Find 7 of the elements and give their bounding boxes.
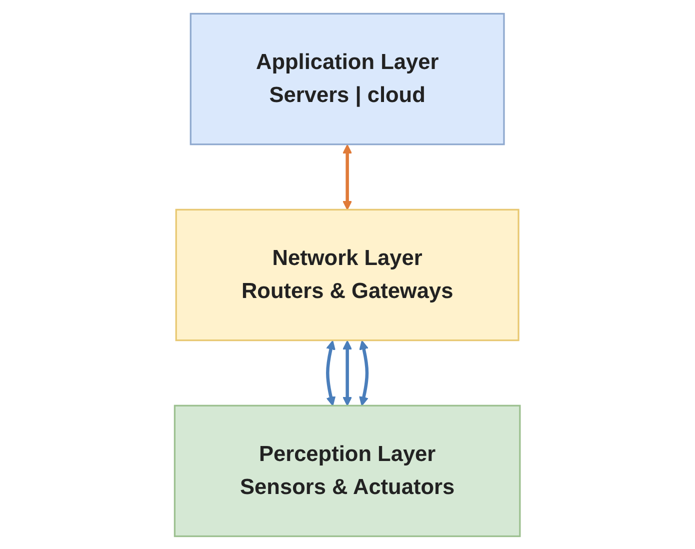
node-box: Application Layer Servers | cloud [190, 12, 505, 145]
arrow [359, 340, 369, 406]
arrow [326, 340, 336, 406]
node-box: Network Layer Routers & Gateways [175, 208, 520, 341]
arrow [342, 144, 352, 210]
node-box: Perception Layer Sensors & Actuators [174, 404, 521, 537]
arrow [342, 340, 352, 406]
